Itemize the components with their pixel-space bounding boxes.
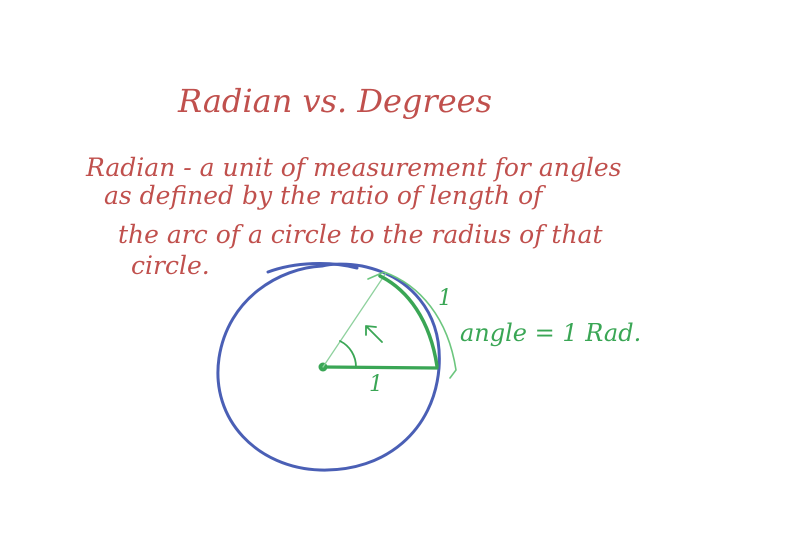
radius-label: 1 [369,372,383,397]
definition-line-4: circle. [131,251,210,280]
arrow-icon [365,325,383,343]
circle-overstroke [266,262,359,274]
definition-line-2: as defined by the ratio of length of [104,181,546,210]
unit-circle [216,262,441,472]
unit-arc [378,274,439,368]
radius-line [321,365,439,370]
definition-line-1: Radian - a unit of measurement for angle… [85,153,621,182]
angled-radius-line [322,272,387,368]
definition-line-3: the arc of a circle to the radius of tha… [118,220,603,249]
angle-note: angle = 1 Rad. [460,319,641,347]
page-title: Radian vs. Degrees [177,82,492,120]
angle-arc [339,340,357,368]
arc-label: 1 [438,286,452,311]
arc-measure-bracket [367,271,457,379]
